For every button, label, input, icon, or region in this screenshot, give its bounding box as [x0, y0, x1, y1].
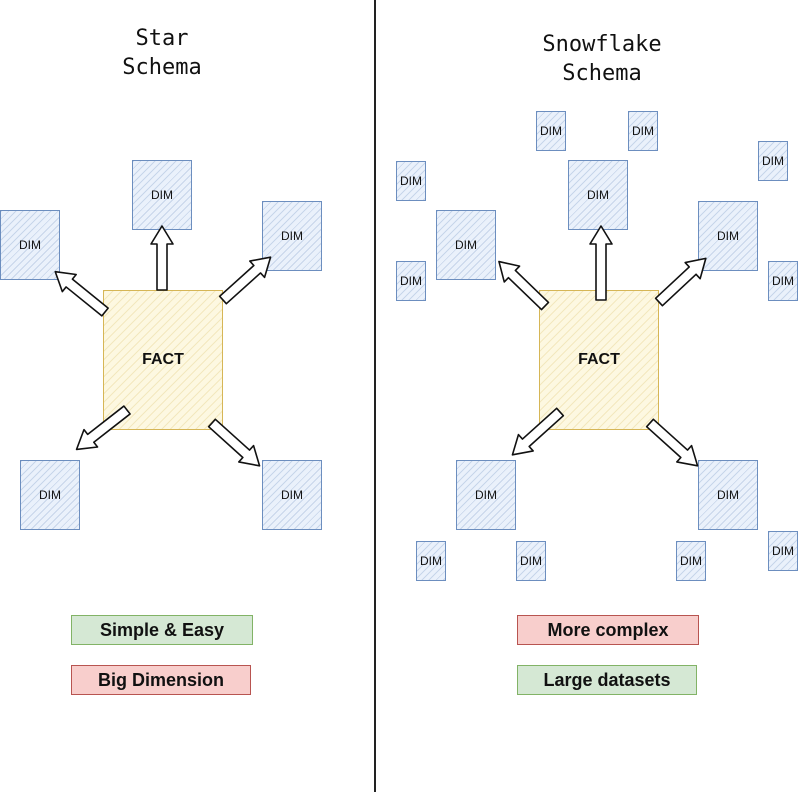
- snowflake-subdim[interactable]: DIM: [758, 141, 788, 181]
- star-fact-table[interactable]: FACT: [103, 290, 223, 430]
- arrow-icon: [589, 225, 613, 301]
- snowflake-subdim[interactable]: DIM: [676, 541, 706, 581]
- snowflake-dim-top[interactable]: DIM: [568, 160, 628, 230]
- snowflake-schema-title: Snowflake Schema: [542, 32, 662, 86]
- snowflake-dim-bottom-left[interactable]: DIM: [456, 460, 516, 530]
- star-dim-left[interactable]: DIM: [0, 210, 60, 280]
- star-simple-badge: Simple & Easy: [71, 615, 253, 645]
- star-dim-bottom-right[interactable]: DIM: [262, 460, 322, 530]
- arrow-icon: [150, 225, 174, 291]
- snowflake-dim-left[interactable]: DIM: [436, 210, 496, 280]
- star-dim-top[interactable]: DIM: [132, 160, 192, 230]
- snowflake-subdim[interactable]: DIM: [396, 261, 426, 301]
- snowflake-fact-table[interactable]: FACT: [539, 290, 659, 430]
- star-dim-right[interactable]: DIM: [262, 201, 322, 271]
- star-big-dimension-badge: Big Dimension: [71, 665, 251, 695]
- snowflake-subdim[interactable]: DIM: [628, 111, 658, 151]
- snowflake-subdim[interactable]: DIM: [768, 261, 798, 301]
- snowflake-subdim[interactable]: DIM: [768, 531, 798, 571]
- star-schema-title: Star Schema: [122, 26, 202, 80]
- snowflake-large-datasets-badge: Large datasets: [517, 665, 697, 695]
- panel-divider: [374, 0, 376, 792]
- snowflake-subdim[interactable]: DIM: [416, 541, 446, 581]
- snowflake-complex-badge: More complex: [517, 615, 699, 645]
- snowflake-subdim[interactable]: DIM: [536, 111, 566, 151]
- star-dim-bottom-left[interactable]: DIM: [20, 460, 80, 530]
- snowflake-dim-right[interactable]: DIM: [698, 201, 758, 271]
- snowflake-dim-bottom-right[interactable]: DIM: [698, 460, 758, 530]
- snowflake-subdim[interactable]: DIM: [516, 541, 546, 581]
- snowflake-subdim[interactable]: DIM: [396, 161, 426, 201]
